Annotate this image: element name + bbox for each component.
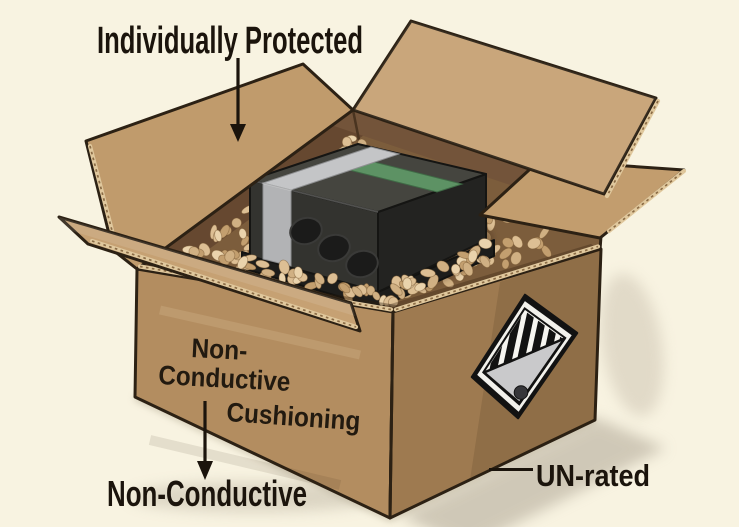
battery-terminals	[289, 216, 379, 279]
box-flap-front-left	[57, 215, 362, 333]
annotations: Individually Protected Non- Conductive C…	[97, 20, 650, 514]
diamond-dot	[513, 385, 529, 400]
diamond-silver-triangle	[482, 337, 566, 405]
cushioning-line-1: Non-	[191, 333, 248, 366]
box-flap-right	[478, 158, 686, 240]
box-flaps	[84, 19, 687, 271]
cushioning-line-2: Conductive	[158, 360, 291, 397]
arrow-down-icon	[230, 58, 246, 142]
label-non-conductive: Non-Conductive	[107, 473, 307, 514]
battery-top-face	[249, 143, 487, 213]
open-cardboard-box	[57, 19, 687, 520]
label-un-rated: UN-rated	[536, 458, 650, 493]
battery-silver-band-front	[262, 182, 292, 267]
box-flap-back-left	[84, 62, 355, 271]
label-individually-protected: Individually Protected	[97, 20, 363, 62]
packing-peanuts-front	[224, 238, 493, 308]
box-flap-back-right	[351, 19, 658, 196]
arrow-down-icon	[197, 401, 213, 480]
striped-hazard-diamond-icon	[470, 293, 579, 420]
